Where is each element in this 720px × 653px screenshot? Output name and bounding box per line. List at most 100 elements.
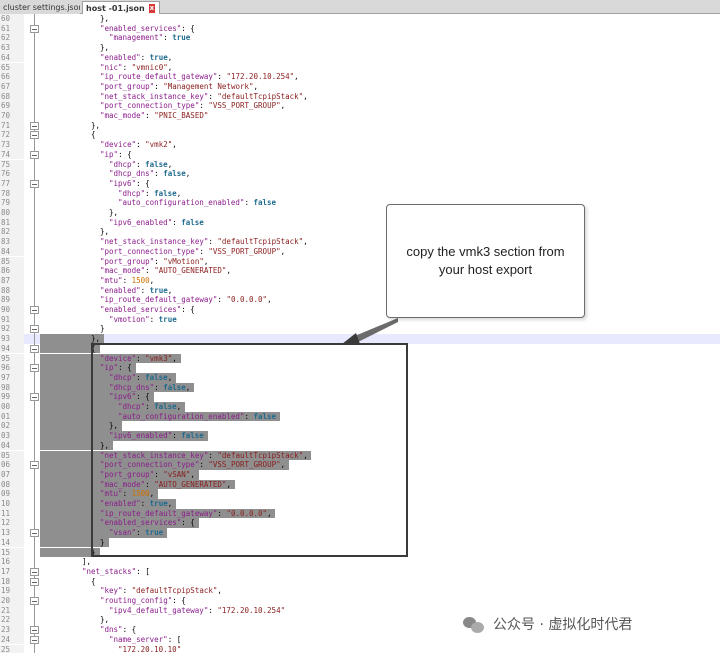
fold-toggle[interactable]	[30, 150, 39, 159]
code-line[interactable]: 61"enabled_services": {	[0, 23, 720, 34]
code-line[interactable]: 80},	[0, 208, 720, 218]
code-line[interactable]: 02},	[0, 421, 720, 432]
tab-cluster-settings[interactable]: cluster settings.json	[0, 1, 80, 14]
code-line[interactable]: 06"port_connection_type": "VSS_PORT_GROU…	[0, 460, 720, 470]
code-line[interactable]: 20"routing_config": {	[0, 596, 720, 606]
code-line[interactable]: 64"enabled": true,	[0, 52, 720, 63]
code-token: "vmk2"	[145, 140, 173, 150]
code-line[interactable]: 08"mac_mode": "AUTO_GENERATED",	[0, 479, 720, 490]
code-line[interactable]: 63},	[0, 43, 720, 53]
code-line[interactable]: 90"enabled_services": {	[0, 305, 720, 315]
code-line[interactable]: 75"dhcp": false,	[0, 159, 720, 170]
code-line[interactable]: 03"ipv6_enabled": false	[0, 431, 720, 441]
code-line[interactable]: 94{	[0, 343, 720, 354]
code-line[interactable]: 86"mac_mode": "AUTO_GENERATED",	[0, 266, 720, 276]
code-line[interactable]: 15}	[0, 547, 720, 558]
fold-toggle[interactable]	[30, 529, 39, 538]
code-line[interactable]: 09"mtu": 1500,	[0, 489, 720, 499]
code-line[interactable]: 10"enabled": true,	[0, 499, 720, 509]
code-line[interactable]: 14}	[0, 537, 720, 548]
code-line[interactable]: 13"vsan": true	[0, 528, 720, 538]
code-token: false	[145, 372, 168, 382]
code-line[interactable]: 77"ipv6": {	[0, 178, 720, 189]
code-line[interactable]: 00"dhcp": false,	[0, 402, 720, 412]
code-line[interactable]: 99"ipv6": {	[0, 392, 720, 402]
code-line[interactable]: 67"port_group": "Management Network",	[0, 81, 720, 92]
fold-toggle[interactable]	[30, 364, 39, 373]
code-line[interactable]: 05"net_stack_instance_key": "defaultTcpi…	[0, 450, 720, 461]
fold-toggle[interactable]	[30, 577, 39, 586]
code-token: }	[91, 547, 96, 557]
code-token: true	[172, 33, 191, 43]
code-line[interactable]: 18{	[0, 576, 720, 587]
fold-toggle[interactable]	[30, 306, 39, 314]
code-token: :	[244, 198, 254, 208]
code-line[interactable]: 23"dns": {	[0, 625, 720, 635]
code-token: },	[100, 227, 110, 237]
fold-toggle[interactable]	[30, 179, 39, 188]
code-line[interactable]: 84"port_connection_type": "VSS_PORT_GROU…	[0, 246, 720, 257]
code-line[interactable]: 73"device": "vmk2",	[0, 140, 720, 150]
code-line[interactable]: 19"key": "defaultTcpipStack",	[0, 586, 720, 596]
code-line[interactable]: 92}	[0, 324, 720, 335]
fold-toggle[interactable]	[30, 461, 39, 470]
selection-background	[40, 334, 104, 344]
fold-toggle[interactable]	[30, 131, 39, 140]
code-line[interactable]: 17"net_stacks": [	[0, 566, 720, 577]
code-line[interactable]: 95"device": "vmk3",	[0, 353, 720, 364]
selection-background	[40, 508, 275, 519]
fold-toggle[interactable]	[30, 567, 39, 576]
code-line[interactable]: 71},	[0, 120, 720, 131]
close-icon[interactable]: x	[148, 3, 155, 13]
code-token: ,	[267, 295, 272, 305]
code-line[interactable]: 01"auto_configuration_enabled": false	[0, 411, 720, 422]
code-line[interactable]: 93},	[0, 334, 720, 344]
code-line[interactable]: 82},	[0, 227, 720, 238]
code-line[interactable]: 65"nic": "vmnic0",	[0, 62, 720, 73]
code-editor[interactable]: 60},61"enabled_services": {62"management…	[0, 14, 720, 653]
tab-host-01[interactable]: host -01.json x	[82, 1, 160, 14]
fold-toggle[interactable]	[30, 24, 39, 33]
code-line[interactable]: 78"dhcp": false,	[0, 188, 720, 199]
code-token: "ip_route_default_gateway"	[100, 295, 218, 305]
code-line[interactable]: 60},	[0, 14, 720, 24]
code-line[interactable]: 98"dhcp_dns": false,	[0, 382, 720, 393]
code-line[interactable]: 72{	[0, 130, 720, 141]
code-line[interactable]: 96"ip": {	[0, 363, 720, 373]
code-line[interactable]: 24"name_server": [	[0, 634, 720, 645]
code-line[interactable]: 25"172.20.10.10"	[0, 644, 720, 653]
code-line[interactable]: 68"net_stack_instance_key": "defaultTcpi…	[0, 91, 720, 102]
fold-toggle[interactable]	[30, 626, 39, 635]
code-line[interactable]: 04},	[0, 440, 720, 451]
code-line[interactable]: 81"ipv6_enabled": false	[0, 217, 720, 228]
code-line[interactable]: 22},	[0, 615, 720, 626]
code-line[interactable]: 76"dhcp_dns": false,	[0, 169, 720, 179]
code-line[interactable]: 66"ip_route_default_gateway": "172.20.10…	[0, 72, 720, 82]
code-line[interactable]: 74"ip": {	[0, 149, 720, 160]
selection-background	[40, 479, 235, 490]
fold-toggle[interactable]	[30, 344, 39, 353]
code-line[interactable]: 91"vmotion": true	[0, 314, 720, 325]
code-text: "vsan": true	[109, 528, 163, 538]
fold-toggle[interactable]	[30, 325, 39, 334]
code-line[interactable]: 97"dhcp": false,	[0, 372, 720, 383]
code-line[interactable]: 88"enabled": true,	[0, 285, 720, 296]
fold-toggle[interactable]	[30, 393, 39, 402]
code-line[interactable]: 11"ip_route_default_gateway": "0.0.0.0",	[0, 508, 720, 519]
line-number: 11	[0, 508, 24, 519]
code-line[interactable]: 07"port_group": "vSAN",	[0, 469, 720, 480]
code-line[interactable]: 69"port_connection_type": "VSS_PORT_GROU…	[0, 101, 720, 111]
fold-toggle[interactable]	[30, 597, 39, 605]
fold-toggle[interactable]	[30, 121, 39, 130]
code-line[interactable]: 87"mtu": 1500,	[0, 275, 720, 286]
code-line[interactable]: 89"ip_route_default_gateway": "0.0.0.0",	[0, 295, 720, 305]
code-line[interactable]: 12"enabled_services": {	[0, 518, 720, 529]
code-line[interactable]: 70"mac_mode": "PNIC_BASED"	[0, 111, 720, 121]
code-line[interactable]: 85"port_group": "vMotion",	[0, 256, 720, 267]
code-line[interactable]: 79"auto_configuration_enabled": false	[0, 198, 720, 208]
code-line[interactable]: 83"net_stack_instance_key": "defaultTcpi…	[0, 237, 720, 247]
code-line[interactable]: 62"management": true	[0, 33, 720, 44]
code-line[interactable]: 21"ipv4_default_gateway": "172.20.10.254…	[0, 605, 720, 616]
code-line[interactable]: 16],	[0, 557, 720, 567]
fold-toggle[interactable]	[30, 635, 39, 644]
